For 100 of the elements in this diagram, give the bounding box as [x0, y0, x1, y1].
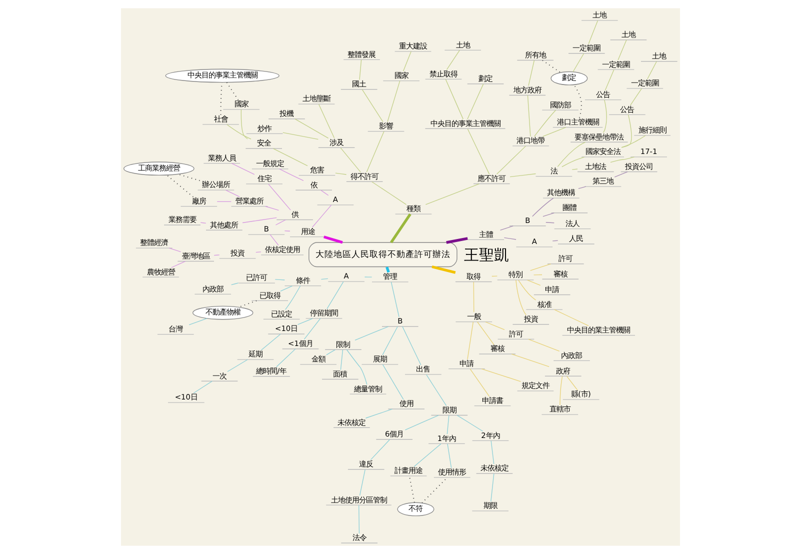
connector	[446, 50, 460, 70]
connector	[431, 265, 456, 274]
connector	[170, 260, 186, 268]
connector	[364, 408, 392, 418]
connector	[472, 282, 474, 313]
connector	[296, 318, 312, 325]
connector	[424, 184, 480, 205]
connector	[490, 440, 494, 464]
connector	[382, 326, 398, 356]
connector	[408, 476, 414, 503]
connector	[358, 469, 365, 496]
connector	[496, 146, 526, 174]
connector	[552, 240, 558, 242]
connector	[421, 477, 448, 504]
connector	[269, 234, 278, 246]
connector	[515, 280, 526, 316]
connector	[226, 82, 238, 100]
connector	[476, 322, 494, 345]
connector	[354, 326, 388, 340]
connector	[166, 174, 193, 198]
connector	[588, 20, 598, 44]
node-box: 大陸地區人民取得不動產許可辦法	[308, 242, 457, 268]
connector	[446, 415, 449, 434]
connector	[274, 219, 286, 226]
connector	[542, 212, 554, 217]
connector	[466, 322, 473, 360]
connector	[630, 88, 642, 106]
connector	[358, 59, 362, 80]
connector	[578, 186, 586, 189]
connector	[390, 213, 411, 244]
connector	[382, 364, 404, 400]
connector	[561, 156, 584, 168]
connector	[542, 60, 560, 73]
connector	[334, 172, 346, 175]
connector	[278, 168, 304, 181]
connector	[294, 118, 328, 138]
connector	[466, 128, 490, 174]
connector	[370, 439, 390, 460]
connector	[446, 237, 468, 244]
connector	[542, 126, 566, 137]
connector	[264, 206, 279, 211]
connector	[238, 300, 256, 308]
connector	[526, 95, 530, 137]
connector	[242, 217, 276, 224]
connector	[230, 282, 238, 286]
connector	[621, 114, 632, 148]
connector	[284, 286, 300, 310]
connector	[404, 414, 438, 430]
connector	[358, 505, 360, 534]
connector	[469, 368, 490, 397]
connector	[272, 148, 308, 166]
connector	[529, 264, 551, 271]
connector	[340, 147, 360, 173]
connector	[240, 109, 248, 140]
connector	[413, 443, 441, 467]
connector	[346, 349, 367, 385]
connector	[268, 184, 290, 210]
connector	[282, 132, 318, 140]
connector	[213, 254, 220, 256]
connector	[566, 376, 578, 390]
connector	[604, 69, 614, 91]
connector	[320, 278, 328, 280]
connector	[444, 79, 464, 120]
connector	[533, 110, 556, 137]
connector	[216, 201, 232, 202]
connector	[177, 174, 200, 182]
connector	[545, 222, 554, 224]
connector	[255, 252, 261, 253]
connector	[480, 368, 521, 382]
connector	[532, 198, 554, 217]
connector	[528, 338, 560, 352]
connector	[526, 280, 540, 286]
connector	[326, 349, 335, 356]
connector	[510, 354, 549, 368]
connector	[230, 163, 254, 175]
connector	[303, 318, 320, 340]
connector	[225, 190, 240, 198]
connector	[370, 181, 406, 205]
connector	[340, 349, 343, 370]
connector	[361, 89, 383, 122]
connector	[312, 204, 332, 228]
connector	[385, 266, 390, 273]
connector	[323, 236, 342, 244]
connector	[284, 230, 290, 232]
connector	[402, 51, 411, 72]
connector	[364, 276, 372, 278]
connector	[366, 131, 384, 172]
connector	[466, 84, 484, 120]
connector	[168, 248, 181, 252]
connector	[280, 286, 292, 292]
connector	[484, 322, 504, 330]
connector	[503, 237, 516, 240]
connector	[326, 281, 344, 310]
connector	[509, 173, 536, 178]
connector	[602, 100, 606, 133]
connector	[614, 171, 628, 178]
connector	[274, 279, 284, 280]
connector	[276, 348, 296, 368]
connector	[192, 380, 212, 394]
connector	[446, 444, 452, 468]
